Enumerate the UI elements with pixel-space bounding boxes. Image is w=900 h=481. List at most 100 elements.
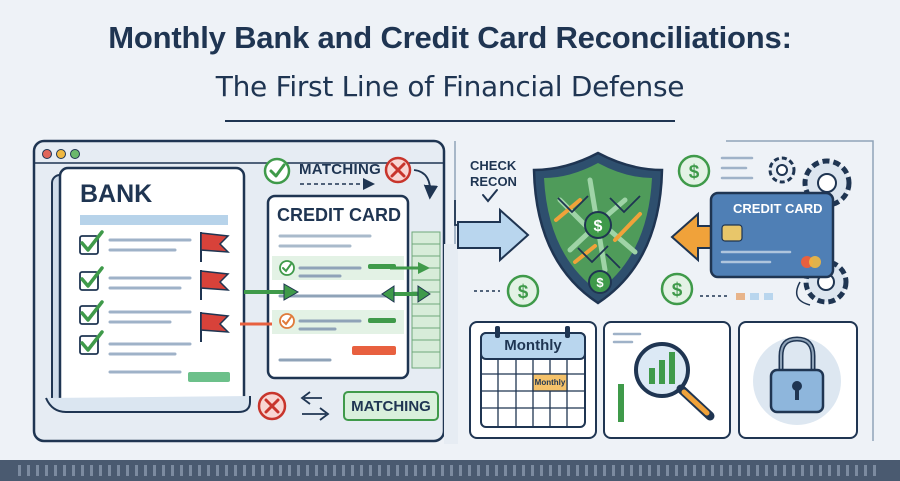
svg-text:$: $ <box>596 275 604 290</box>
red-flag-icon <box>200 270 230 300</box>
bank-statement-document <box>45 166 251 413</box>
footer-tick <box>567 465 570 476</box>
calendar-header-label: Monthly <box>504 337 562 354</box>
checkmark-icon <box>263 157 291 185</box>
footer-tick <box>657 465 660 476</box>
footer-tick <box>558 465 561 476</box>
dollar-icon: $ <box>660 272 694 306</box>
dollar-icon: $ <box>584 211 612 239</box>
window-dots-icon <box>42 149 80 159</box>
footer-tick <box>387 465 390 476</box>
footer-tick <box>90 465 93 476</box>
footer-tick <box>45 465 48 476</box>
footer-tick <box>549 465 552 476</box>
footer-tick <box>621 465 624 476</box>
footer-tick <box>414 465 417 476</box>
footer-tick <box>333 465 336 476</box>
checkmark-icon <box>79 266 104 291</box>
footer-tick <box>792 465 795 476</box>
footer-tick <box>540 465 543 476</box>
footer-tick <box>99 465 102 476</box>
footer-tick <box>189 465 192 476</box>
title-divider <box>225 120 675 122</box>
matching-bottom-label: MATCHING <box>351 398 431 415</box>
footer-tick <box>855 465 858 476</box>
footer-tick <box>324 465 327 476</box>
footer-tick <box>216 465 219 476</box>
footer-tick <box>864 465 867 476</box>
footer-tick <box>576 465 579 476</box>
footer-tick <box>162 465 165 476</box>
matching-top-label: MATCHING <box>299 161 382 178</box>
dollar-icon: $ <box>588 270 612 294</box>
footer-tick <box>720 465 723 476</box>
footer-tick <box>378 465 381 476</box>
page-subtitle: The First Line of Financial Defense <box>215 70 685 103</box>
footer-tick <box>828 465 831 476</box>
footer-tick <box>468 465 471 476</box>
card-status-dots <box>736 293 773 300</box>
footer-tick <box>639 465 642 476</box>
footer-tick <box>180 465 183 476</box>
footer-tick <box>405 465 408 476</box>
checkmark-icon <box>79 330 104 355</box>
bank-label: BANK <box>80 180 153 208</box>
footer-tick <box>234 465 237 476</box>
svg-text:$: $ <box>689 162 700 183</box>
red-flag-icon <box>200 232 230 262</box>
footer-tick <box>711 465 714 476</box>
footer-tick <box>495 465 498 476</box>
footer-tick <box>351 465 354 476</box>
footer-tick <box>756 465 759 476</box>
footer-tick <box>522 465 525 476</box>
footer-band <box>0 460 900 481</box>
footer-tick <box>72 465 75 476</box>
matching-top-indicator <box>263 156 439 200</box>
check-recon-line1: CHECK <box>470 158 517 173</box>
checkmark-icon <box>79 230 104 255</box>
footer-tick <box>594 465 597 476</box>
credit-card-statement-document <box>266 194 441 380</box>
footer-tick <box>396 465 399 476</box>
footer-tick <box>198 465 201 476</box>
footer-tick <box>135 465 138 476</box>
footer-tick <box>243 465 246 476</box>
footer-tick <box>225 465 228 476</box>
bank-row-lines <box>108 238 192 374</box>
footer-tick <box>846 465 849 476</box>
footer-tick <box>603 465 606 476</box>
checkmark-icon <box>279 260 295 276</box>
footer-tick <box>459 465 462 476</box>
footer-tick <box>585 465 588 476</box>
footer-tick <box>306 465 309 476</box>
page-title: Monthly Bank and Credit Card Reconciliat… <box>108 20 792 55</box>
footer-tick <box>153 465 156 476</box>
footer-tick <box>630 465 633 476</box>
magnifier-chart-icon <box>603 321 731 439</box>
checkmark-icon <box>79 300 104 325</box>
footer-tick <box>450 465 453 476</box>
footer-tick <box>837 465 840 476</box>
credit-card-doc-label: CREDIT CARD <box>277 205 401 225</box>
footer-tick <box>288 465 291 476</box>
check-recon-label: CHECK RECON <box>470 158 517 190</box>
footer-tick <box>801 465 804 476</box>
footer-tick <box>684 465 687 476</box>
footer-tick <box>486 465 489 476</box>
footer-tick <box>81 465 84 476</box>
footer-tick <box>252 465 255 476</box>
padlock-icon <box>738 321 858 439</box>
check-recon-line2: RECON <box>470 174 517 189</box>
gear-icon <box>768 156 796 184</box>
svg-text:$: $ <box>594 218 603 235</box>
svg-text:$: $ <box>672 280 683 301</box>
cross-icon <box>384 156 412 184</box>
footer-tick <box>18 465 21 476</box>
footer-tick <box>270 465 273 476</box>
footer-tick <box>702 465 705 476</box>
footer-tick <box>873 465 876 476</box>
footer-tick <box>774 465 777 476</box>
footer-tick <box>513 465 516 476</box>
